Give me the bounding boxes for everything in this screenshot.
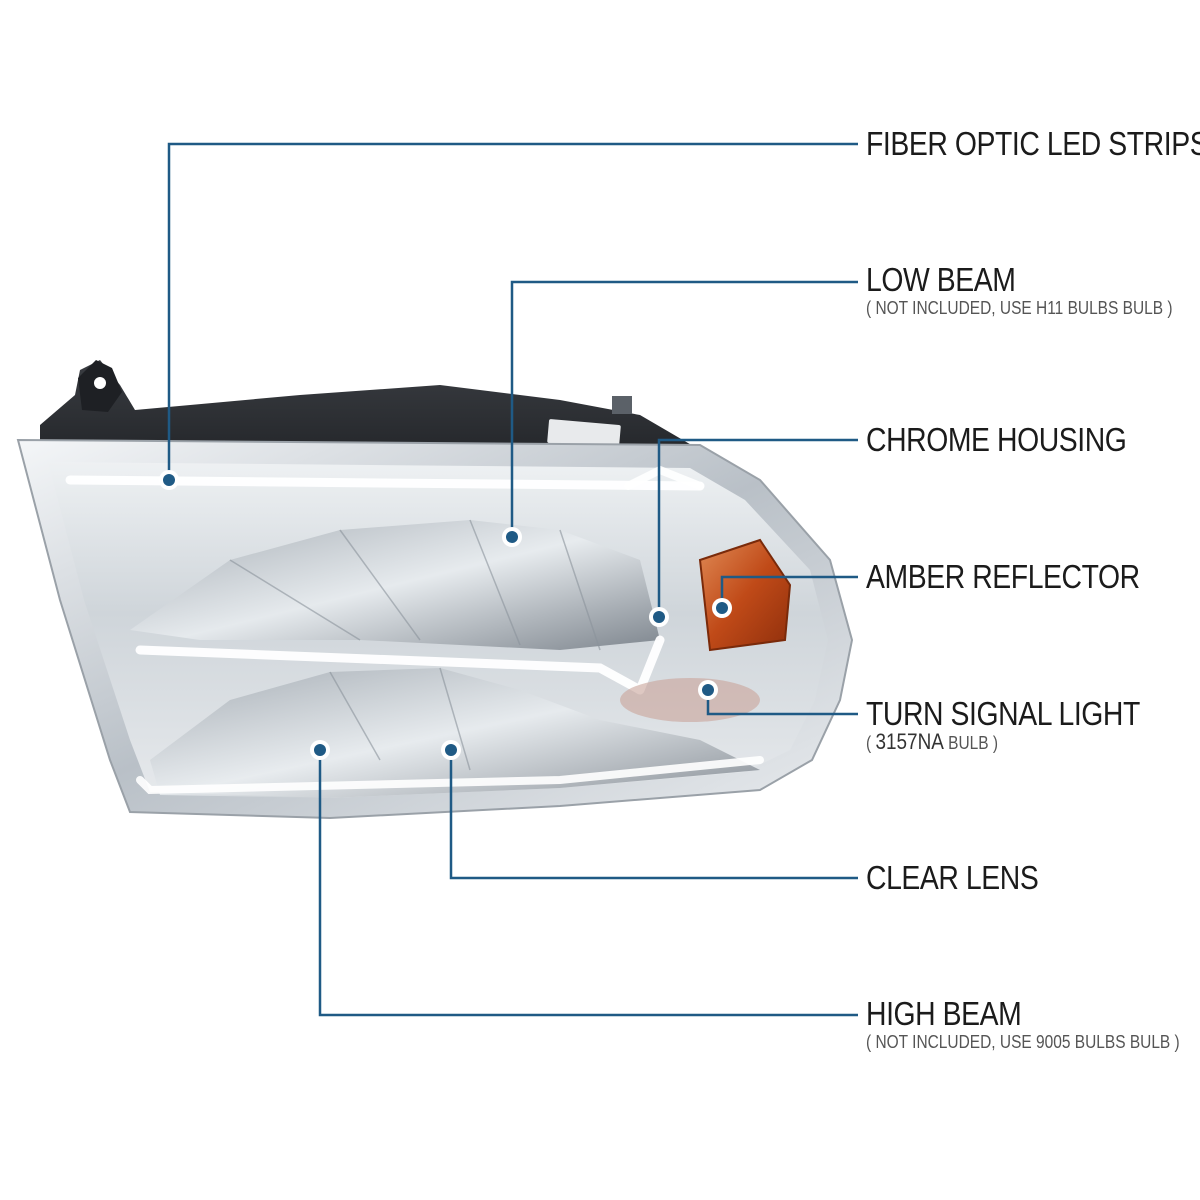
- callout-dots: [159, 470, 732, 760]
- lower-reflector: [150, 668, 760, 798]
- label-title: CLEAR LENS: [866, 859, 1039, 896]
- callout-dot-icon: [310, 740, 330, 760]
- label-chrome-housing: CHROME HOUSING: [866, 422, 1169, 458]
- label-fiber-optic: FIBER OPTIC LED STRIPS: [866, 126, 1200, 162]
- label-subtitle: ( NOT INCLUDED, USE 9005 BULBS BULB ): [866, 1032, 1180, 1052]
- label-title: LOW BEAM: [866, 261, 1016, 298]
- leader-low-beam: [510, 280, 858, 537]
- sub-open: (: [866, 733, 872, 753]
- label-title: AMBER REFLECTOR: [866, 558, 1140, 595]
- callout-dot-icon: [712, 598, 732, 618]
- label-subtitle: ( NOT INCLUDED, USE H11 BULBS BULB ): [866, 298, 1173, 318]
- bulb-code: 3157NA: [875, 729, 944, 754]
- label-low-beam: LOW BEAM ( NOT INCLUDED, USE H11 BULBS B…: [866, 261, 1200, 319]
- callout-dot-icon: [698, 680, 718, 700]
- mount-hole: [94, 377, 106, 389]
- leader-chrome-housing: [657, 438, 858, 617]
- sticker: [547, 419, 621, 449]
- turn-signal-area: [620, 678, 760, 722]
- label-title: FIBER OPTIC LED STRIPS: [866, 125, 1200, 162]
- label-turn-signal: TURN SIGNAL LIGHT ( 3157NA BULB ): [866, 695, 1185, 754]
- upper-reflector: [130, 520, 660, 650]
- rear-housing: [40, 360, 780, 520]
- leader-fiber-optic: [167, 142, 858, 478]
- lens-facets: [229, 519, 601, 771]
- callout-dot-icon: [441, 740, 461, 760]
- callout-dot-icon: [649, 607, 669, 627]
- leader-clear-lens: [449, 750, 858, 880]
- callout-dot-icon: [502, 527, 522, 547]
- headlight-illustration: [16, 360, 854, 820]
- label-title: CHROME HOUSING: [866, 421, 1127, 458]
- label-amber-reflector: AMBER REFLECTOR: [866, 559, 1184, 595]
- label-clear-lens: CLEAR LENS: [866, 860, 1066, 896]
- sub-rest: BULB ): [948, 733, 999, 753]
- led-strip-lower: [136, 756, 764, 795]
- callout-dot-icon: [159, 470, 179, 490]
- label-title: TURN SIGNAL LIGHT: [866, 695, 1140, 732]
- leader-high-beam: [318, 750, 858, 1017]
- leader-amber-reflector: [720, 575, 858, 608]
- callout-lines: [167, 142, 858, 1017]
- label-high-beam: HIGH BEAM ( NOT INCLUDED, USE 9005 BULBS…: [866, 995, 1200, 1053]
- label-subtitle: ( 3157NA BULB ): [866, 729, 1140, 754]
- label-title: HIGH BEAM: [866, 995, 1022, 1032]
- amber-reflector-shape: [698, 538, 792, 652]
- adjuster: [612, 396, 632, 414]
